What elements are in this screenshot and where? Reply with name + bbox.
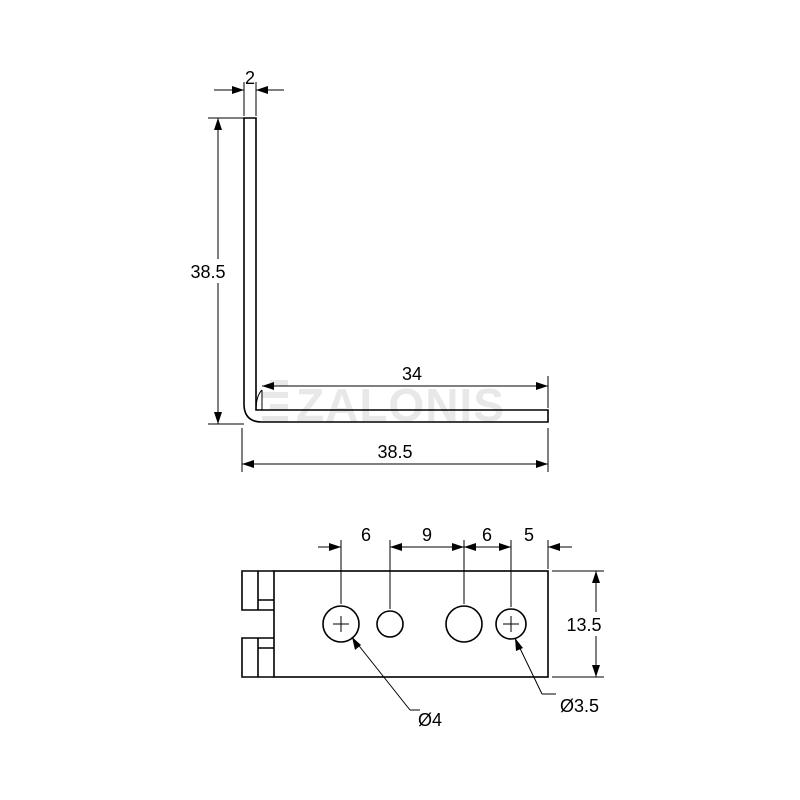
- callout-small-hole: Ø3.5: [514, 637, 599, 716]
- side-view: [243, 117, 549, 423]
- dim-overall-length: 38.5: [241, 428, 549, 472]
- hole-1: [322, 605, 360, 643]
- hole-2: [376, 610, 404, 638]
- watermark-text: ZALONIS: [296, 379, 505, 431]
- callout-large-hole-label: Ø4: [418, 710, 442, 730]
- top-view-outline: [273, 570, 549, 678]
- bend-inner-line: [255, 389, 263, 411]
- watermark-logo-icon: [262, 380, 288, 422]
- hole-3: [445, 605, 483, 643]
- callout-small-hole-label: Ø3.5: [560, 696, 599, 716]
- dim-spacing-3-label: 6: [482, 525, 492, 545]
- top-view: [241, 570, 549, 678]
- dim-height: 38.5: [182, 117, 244, 425]
- dim-inner-length-label: 34: [402, 364, 422, 384]
- watermark: ZALONIS: [262, 379, 505, 431]
- dim-width-label: 13.5: [566, 615, 601, 635]
- l-bracket-profile: [243, 117, 549, 423]
- dim-spacing-2-label: 9: [422, 525, 432, 545]
- dim-hole-spacing: 6 9 6 5: [318, 525, 572, 609]
- hole-4: [495, 608, 527, 640]
- dim-height-label: 38.5: [190, 262, 225, 282]
- dim-overall-length-label: 38.5: [377, 442, 412, 462]
- dim-width: 13.5: [552, 570, 618, 678]
- tab-profile: [241, 570, 274, 678]
- dim-spacing-1-label: 6: [361, 525, 371, 545]
- dim-thickness: 2: [214, 68, 284, 116]
- callout-large-hole: Ø4: [351, 636, 442, 730]
- dim-thickness-label: 2: [245, 68, 255, 88]
- dim-spacing-4-label: 5: [524, 525, 534, 545]
- dim-inner-length: 34: [262, 364, 549, 408]
